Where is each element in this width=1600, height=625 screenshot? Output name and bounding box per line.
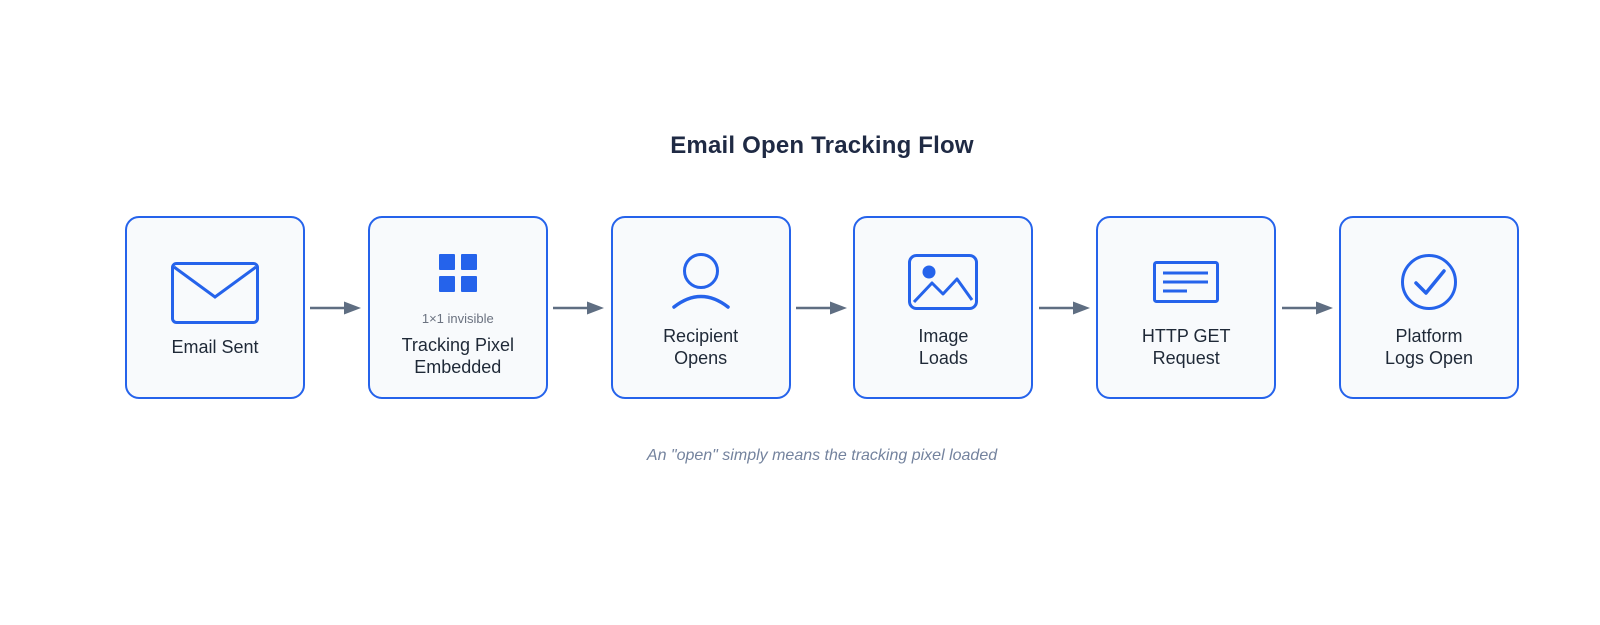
flow-step-image-loads: Image Loads — [853, 216, 1034, 399]
step-label: HTTP GET Request — [1141, 326, 1231, 368]
document-lines-icon — [1153, 246, 1220, 318]
flow-step-http-get-request: HTTP GET Request — [1096, 216, 1277, 399]
flow-step-platform-logs-open: Platform Logs Open — [1338, 216, 1519, 399]
arrow-right-icon — [553, 300, 605, 316]
step-label: Platform Logs Open — [1384, 326, 1474, 368]
step-label: Image Loads — [918, 326, 969, 368]
flow-connector — [548, 300, 611, 316]
step-label: Tracking Pixel Embedded — [401, 335, 514, 377]
step-label: Email Sent — [171, 337, 259, 357]
diagram-title: Email Open Tracking Flow — [670, 132, 974, 159]
diagram-stage: Email Open Tracking Flow Email Sent — [125, 0, 1519, 465]
pixel-grid-icon — [438, 237, 477, 309]
flow-connector — [305, 300, 368, 316]
person-icon — [669, 246, 733, 318]
envelope-icon — [171, 257, 259, 329]
flow-connector — [1033, 300, 1096, 316]
arrow-right-icon — [1281, 300, 1334, 316]
flow-step-recipient-opens: Recipient Opens — [610, 216, 791, 399]
arrow-right-icon — [310, 300, 362, 316]
flow-step-email-sent: Email Sent — [125, 216, 305, 399]
image-icon — [908, 246, 979, 318]
flow-row: Email Sent 1×1 invisible Tracki — [125, 216, 1519, 399]
step-sublabel: 1×1 invisible — [421, 311, 494, 326]
flow-connector — [791, 300, 854, 316]
flow-connector — [1276, 300, 1339, 316]
step-label: Recipient Opens — [663, 326, 739, 368]
diagram-caption: An "open" simply means the tracking pixe… — [646, 447, 998, 464]
arrow-right-icon — [795, 300, 848, 316]
arrow-right-icon — [1038, 300, 1091, 316]
flow-step-tracking-pixel-embedded: 1×1 invisible Tracking Pixel Embedded — [367, 216, 548, 399]
check-circle-icon — [1400, 246, 1458, 318]
